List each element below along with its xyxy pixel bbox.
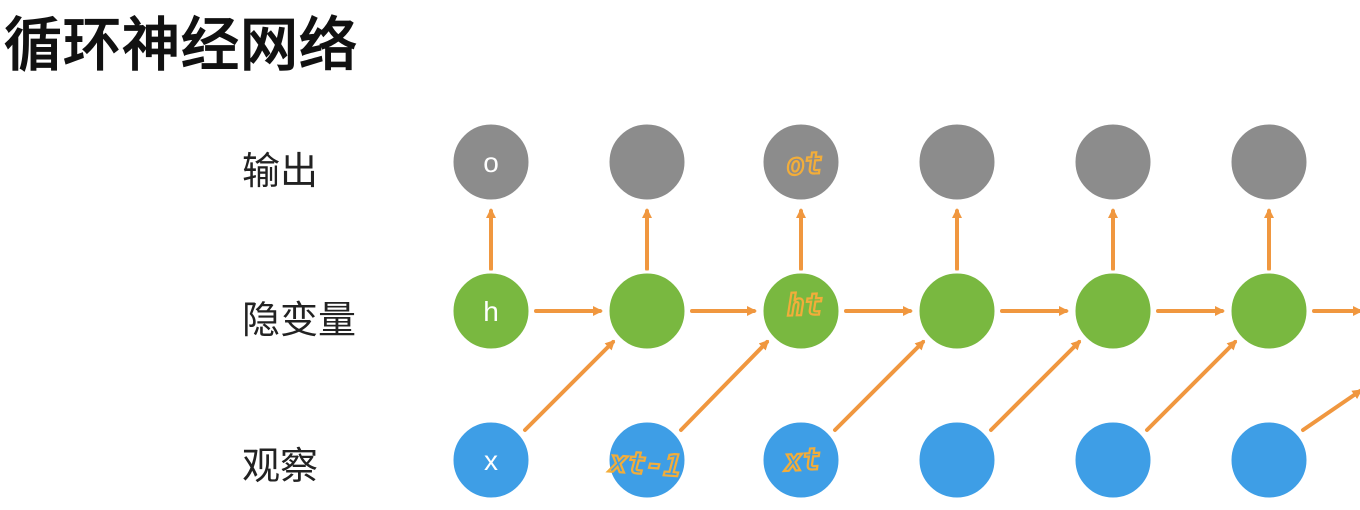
observation-node-2 <box>606 419 688 501</box>
hidden-node-5 <box>1072 270 1154 352</box>
observation-to-hidden-arrow-4 <box>989 339 1082 432</box>
hidden-node-2 <box>606 270 688 352</box>
annotation-output-t: ot <box>786 146 824 183</box>
observation-node-3 <box>760 419 842 501</box>
nodes-layer: o h x <box>450 121 1310 501</box>
output-node-5 <box>1072 121 1154 203</box>
annotation-hidden-t: ht <box>786 287 823 323</box>
output-node-label: o <box>483 147 499 178</box>
annotation-observation-t: xt <box>782 442 822 479</box>
output-row-label: 输出 <box>242 149 319 193</box>
hidden-node-6 <box>1228 270 1310 352</box>
slide-title: 循环神经网络 <box>4 11 359 79</box>
output-node-4 <box>916 121 998 203</box>
hidden-row-label: 隐变量 <box>242 298 357 342</box>
observation-to-hidden-arrow-6 <box>1301 389 1360 432</box>
observation-to-hidden-arrow-3 <box>833 339 926 432</box>
observation-node-1 <box>450 419 532 501</box>
observation-row-label: 观察 <box>242 444 319 488</box>
arrows-layer <box>486 208 1360 432</box>
observation-to-hidden-arrow-2 <box>679 339 770 432</box>
output-node-6 <box>1228 121 1310 203</box>
hidden-node-1 <box>450 270 532 352</box>
observation-to-hidden-arrow-1 <box>523 339 616 432</box>
observation-node-5 <box>1072 419 1154 501</box>
output-node-3 <box>760 121 842 203</box>
output-node-2 <box>606 121 688 203</box>
output-node-1 <box>450 121 532 203</box>
annotation-observation-t-minus-1: xt-1 <box>606 444 683 484</box>
observation-node-label: x <box>484 445 498 476</box>
hidden-node-3 <box>760 270 842 352</box>
annotations-layer: ot ht xt-1 xt <box>605 145 824 486</box>
observation-node-6 <box>1228 419 1310 501</box>
hidden-node-label: h <box>483 296 499 327</box>
observation-to-hidden-arrow-5 <box>1145 339 1238 432</box>
hidden-node-4 <box>916 270 998 352</box>
observation-node-4 <box>916 419 998 501</box>
